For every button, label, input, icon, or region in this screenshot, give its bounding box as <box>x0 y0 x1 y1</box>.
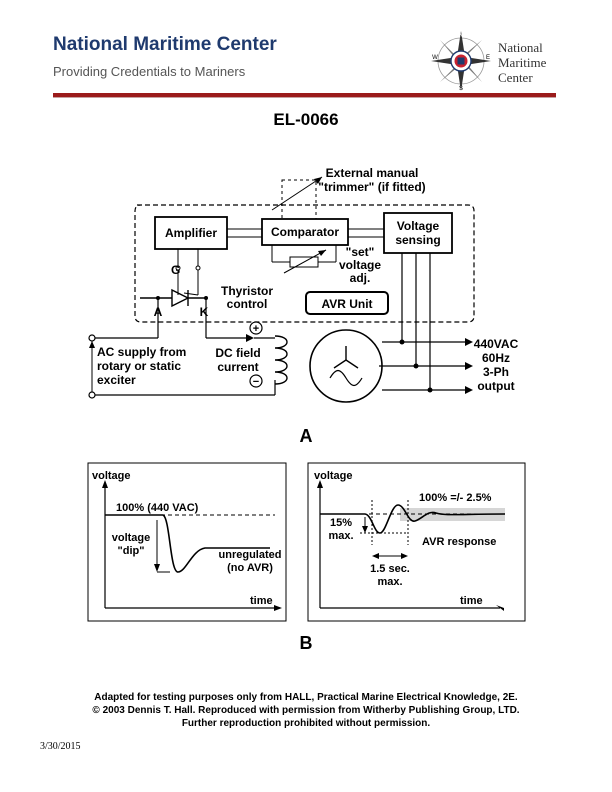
compass-w: W <box>432 55 438 61</box>
diagram-b-frames <box>87 462 526 622</box>
left-xlabel: time <box>250 595 273 607</box>
diagram-a-labels: External manual "trimmer" (if fitted) Am… <box>97 166 519 446</box>
set-adj-label: adj. <box>350 271 371 285</box>
amplifier-block <box>154 216 228 250</box>
left-graph-frame <box>87 462 287 622</box>
header-rule-shadow <box>53 97 556 98</box>
minus-terminal: − <box>253 376 259 388</box>
right-ylabel: voltage <box>314 470 353 482</box>
dc-field-label: current <box>217 360 258 374</box>
voltage-sensing-label: Voltage <box>397 219 440 233</box>
set-adj-label: voltage <box>339 258 381 272</box>
unregulated-label: unregulated <box>219 549 282 561</box>
gate-label: G <box>171 263 180 277</box>
right-graph-frame <box>307 462 526 622</box>
comparator-label: Comparator <box>271 225 339 239</box>
logo-wordmark: National Maritime Center <box>498 40 546 85</box>
diagram-b-labels: voltage time 100% (440 VAC) voltage "dip… <box>92 470 496 653</box>
anode-label: A <box>154 305 163 319</box>
nominal-label: 100% (440 VAC) <box>116 502 199 514</box>
document-id: EL-0066 <box>273 110 339 129</box>
dip-max-label: 15% <box>330 517 352 529</box>
ac-supply-label: rotary or static <box>97 359 181 373</box>
avr-response-label: AVR response <box>422 536 496 548</box>
avr-unit-label: AVR Unit <box>321 297 372 311</box>
avr-response-curve <box>320 504 506 534</box>
copyright-notice: Adapted for testing purposes only from H… <box>0 691 612 730</box>
document-date: 3/30/2015 <box>40 741 81 752</box>
time-max-label: max. <box>377 576 402 588</box>
voltage-sensing-block <box>383 212 453 254</box>
unregulated-label: (no AVR) <box>227 562 273 574</box>
organization-subtitle: Providing Credentials to Mariners <box>53 64 246 79</box>
voltage-sensing-label: sensing <box>395 233 440 247</box>
tolerance-label: 100% =/- 2.5% <box>419 492 492 504</box>
footer-line: Further reproduction prohibited without … <box>181 718 431 729</box>
compass-n: N <box>459 33 463 39</box>
generator-symbol <box>309 329 383 403</box>
output-label: output <box>477 379 514 393</box>
logo-line: Maritime <box>498 55 547 70</box>
compass-logo-icon: N S W E <box>431 31 491 92</box>
time-max-label: 1.5 sec. <box>370 563 410 575</box>
footer-line: Adapted for testing purposes only from H… <box>94 692 518 703</box>
organization-title: National Maritime Center <box>53 34 277 55</box>
thyristor-label: Thyristor <box>221 284 273 298</box>
diagram-b-letter: B <box>300 633 313 653</box>
output-label: 3-Ph <box>483 365 509 379</box>
cathode-label: K <box>200 305 209 319</box>
plus-terminal: + <box>253 323 259 335</box>
dc-field-label: DC field <box>215 346 260 360</box>
diagram-a <box>88 176 475 403</box>
avr-unit-box <box>305 291 389 315</box>
trimmer-label: "trimmer" (if fitted) <box>318 180 425 194</box>
footer-line: © 2003 Dennis T. Hall. Reproduced with p… <box>92 705 520 716</box>
thyristor-label: control <box>227 297 268 311</box>
compass-s: S <box>459 86 463 92</box>
dip-label: "dip" <box>118 545 145 557</box>
ac-supply-label: exciter <box>97 373 136 387</box>
trimmer-box <box>281 179 317 223</box>
output-label: 60Hz <box>482 351 510 365</box>
ac-supply-label: AC supply from <box>97 345 186 359</box>
avr-enclosure <box>134 204 475 323</box>
diagram-a-letter: A <box>300 426 313 446</box>
dip-label: voltage <box>112 532 151 544</box>
amplifier-label: Amplifier <box>165 226 217 240</box>
header-rule <box>53 93 556 97</box>
left-ylabel: voltage <box>92 470 131 482</box>
compass-e: E <box>486 55 490 61</box>
comparator-block <box>261 218 349 246</box>
logo-line: National <box>498 40 543 55</box>
right-xlabel: time <box>460 595 483 607</box>
logo-line: Center <box>498 70 533 85</box>
set-adj-label: "set" <box>346 245 375 259</box>
dip-max-label: max. <box>328 530 353 542</box>
output-label: 440VAC <box>474 337 519 351</box>
trimmer-label: External manual <box>326 166 419 180</box>
unregulated-curve <box>105 514 270 573</box>
